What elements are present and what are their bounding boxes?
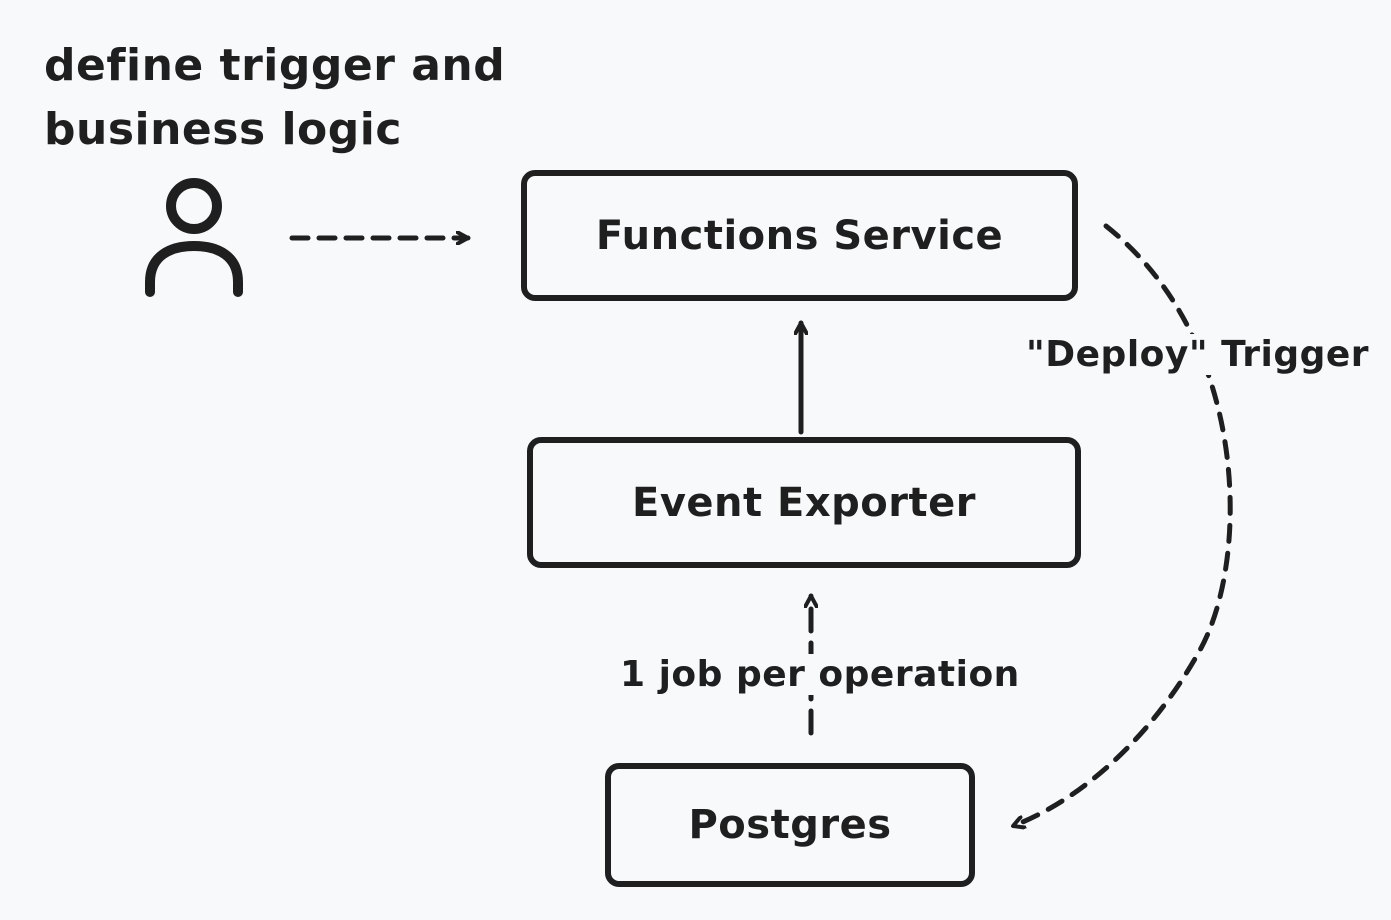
functions-service-label: Functions Service — [595, 212, 1004, 259]
caption-text: define trigger and business logic — [44, 40, 506, 155]
functions-service-node: Functions Service — [521, 170, 1078, 301]
event-exporter-label: Event Exporter — [632, 479, 976, 526]
edge-label-job-per-operation: 1 job per operation — [616, 654, 1024, 695]
postgres-node: Postgres — [605, 763, 975, 887]
event-exporter-node: Event Exporter — [527, 437, 1081, 568]
postgres-label: Postgres — [688, 802, 892, 848]
user-icon — [145, 178, 243, 297]
edge-label-deploy-trigger: "Deploy" Trigger — [1022, 334, 1374, 375]
